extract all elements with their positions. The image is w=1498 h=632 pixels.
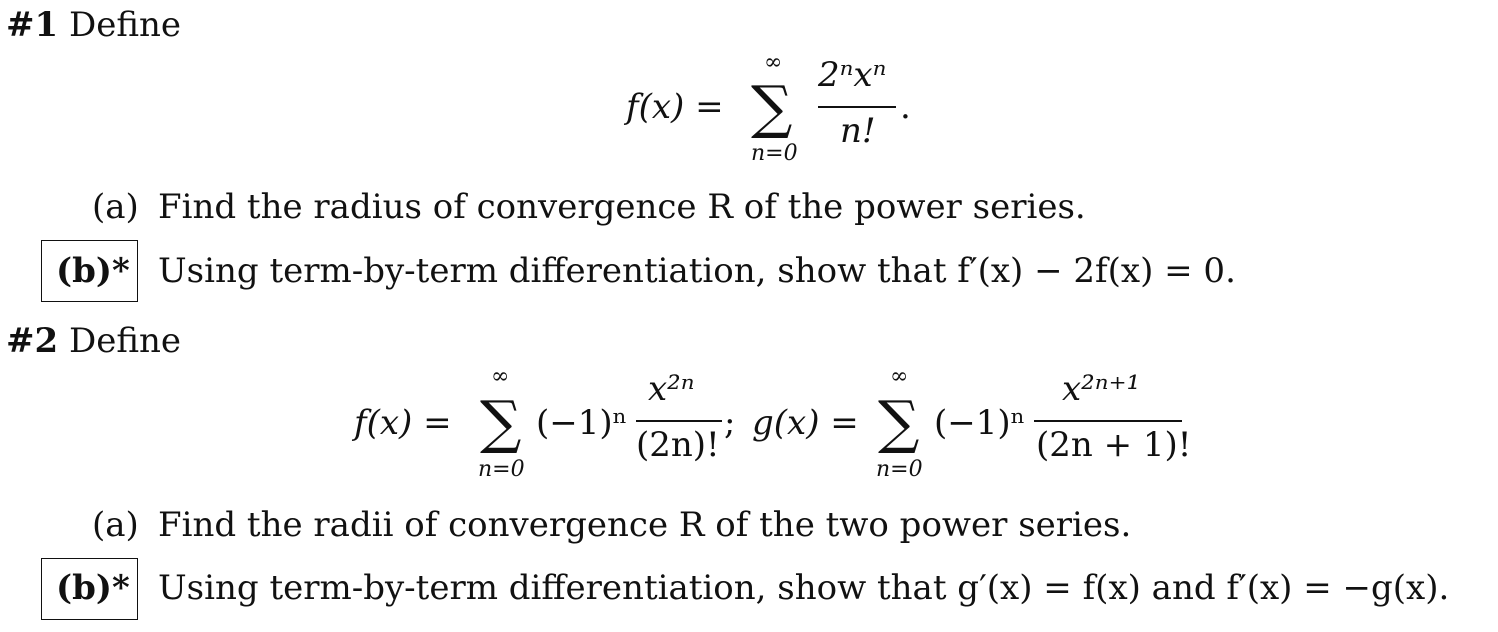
p2-g-sum-lower: n=0: [876, 457, 923, 482]
p1-sum-upper: ∞: [764, 50, 783, 75]
problem1-heading: #1 Define: [6, 8, 181, 42]
p2-f-fraction-bar: [636, 420, 722, 422]
p2-f-sum-lower: n=0: [478, 457, 525, 482]
problem2-part-a-label: (a): [92, 505, 139, 545]
p2-f-numerator: x²ⁿ: [648, 369, 695, 409]
p1-lhs: f(x) =: [626, 87, 724, 127]
problem2-number: #2: [6, 321, 59, 361]
problem2-heading: #2 Define: [6, 324, 181, 358]
p1-denominator: n!: [840, 111, 876, 151]
p2-g-fraction-bar: [1034, 420, 1182, 422]
problem2-part-a-text: Find the radii of convergence R of the t…: [158, 505, 1132, 545]
p2-f-factor: (−1)ⁿ: [536, 403, 628, 443]
p2-g-numerator: x²ⁿ⁺¹: [1062, 369, 1141, 409]
p1-fraction-bar: [818, 106, 896, 108]
p2-f-denominator: (2n)!: [636, 425, 720, 465]
problem2-part-b-label: (b)*: [56, 568, 130, 608]
p2-g-sigma: ∑: [878, 388, 920, 456]
p2-separator: ;: [724, 403, 736, 443]
p2-f-sigma: ∑: [480, 388, 522, 456]
p2-g-sum-upper: ∞: [890, 364, 909, 389]
p1-sum-lower: n=0: [751, 141, 798, 166]
p2-g-factor: (−1)ⁿ: [934, 403, 1026, 443]
problem1-part-b-box: [41, 240, 138, 302]
problem1-define: Define: [68, 5, 182, 45]
problem1-part-a-label: (a): [92, 187, 139, 227]
p2-g-denominator: (2n + 1)!: [1036, 425, 1192, 465]
problem2-part-b-box: [41, 558, 138, 620]
p1-period: .: [900, 87, 911, 127]
p1-sigma: ∑: [751, 73, 793, 141]
p2-f-lhs: f(x) =: [354, 403, 452, 443]
p1-numerator: 2ⁿxⁿ: [818, 55, 887, 95]
p2-f-sum-upper: ∞: [491, 364, 510, 389]
problem1-part-a-text: Find the radius of convergence R of the …: [158, 187, 1086, 227]
problem1-number: #1: [6, 5, 59, 45]
problem1-part-b-text: Using term-by-term differentiation, show…: [158, 251, 1236, 291]
problem1-part-b-label: (b)*: [56, 251, 130, 291]
p2-g-lhs: g(x) =: [752, 403, 859, 443]
problem2-part-b-text: Using term-by-term differentiation, show…: [158, 568, 1450, 608]
problem2-define: Define: [68, 321, 182, 361]
